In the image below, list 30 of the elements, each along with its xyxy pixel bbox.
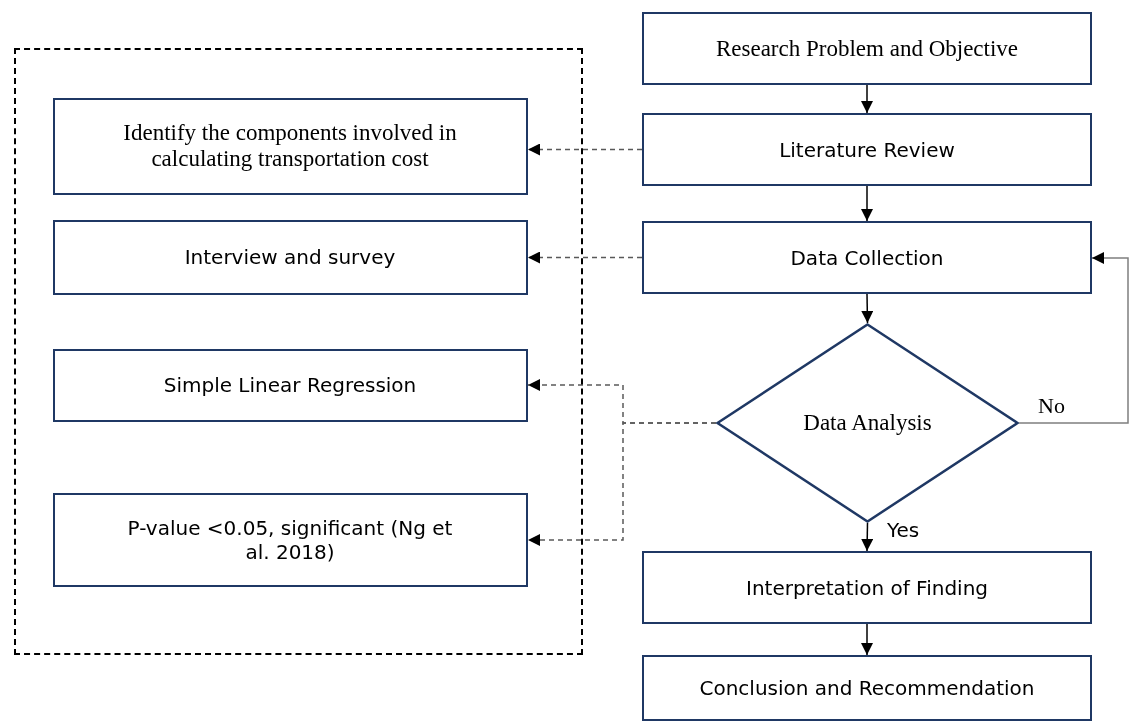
arrow <box>527 251 643 264</box>
process-box <box>52 97 528 195</box>
arrow <box>861 623 873 656</box>
process-box <box>642 12 1092 85</box>
arrow <box>861 185 873 222</box>
node-label: Simple Linear Regression <box>162 373 418 397</box>
arrow <box>527 143 643 156</box>
node-label: Identify the components involved in calculating transportation cost <box>122 120 458 172</box>
process-box <box>642 551 1092 624</box>
node-label: Conclusion and Recommendation <box>698 676 1036 700</box>
process-box <box>642 221 1092 294</box>
process-box <box>642 113 1092 186</box>
node-label: Interpretation of Finding <box>745 575 989 600</box>
arrow <box>1018 252 1129 424</box>
process-box <box>642 655 1092 721</box>
process-box <box>52 492 528 587</box>
node-label: Research Problem and Objective <box>714 35 1020 62</box>
arrow <box>527 422 717 546</box>
arrow <box>861 522 874 552</box>
process-box <box>52 219 528 295</box>
node-label: P-value <0.05, significant (Ng et al. 2018) <box>126 515 454 564</box>
dashed-group-box <box>14 48 583 655</box>
arrow <box>861 293 874 324</box>
arrow <box>861 84 873 114</box>
process-box <box>52 348 528 422</box>
decision-diamond <box>716 323 1019 523</box>
node-label: Data Analysis <box>802 410 933 436</box>
node-label: Data Collection <box>789 245 945 270</box>
node-label: Interview and survey <box>183 245 397 269</box>
node-label: Literature Review <box>778 137 956 162</box>
